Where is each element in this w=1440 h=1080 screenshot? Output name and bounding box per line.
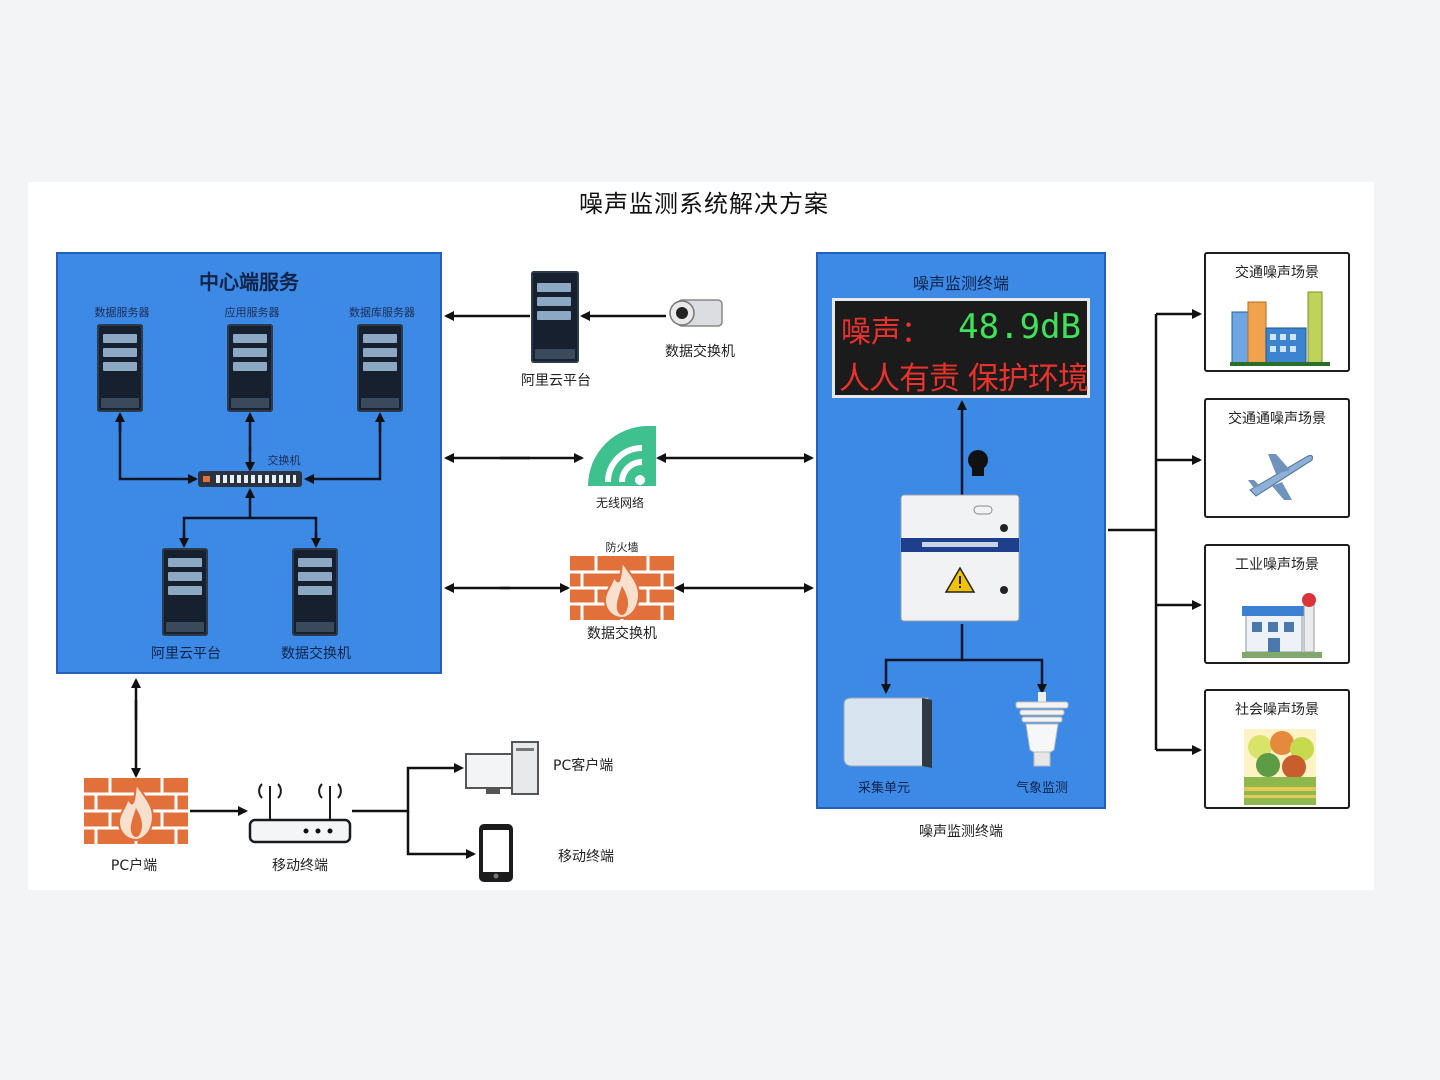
diagram-title: 噪声监测系统解决方案 <box>579 190 829 218</box>
pc-client-label: PC客户端 <box>553 758 614 774</box>
firewall-icon <box>570 556 674 620</box>
park-icon <box>1244 729 1316 805</box>
wireless-icon <box>588 426 656 486</box>
scene-industrial-label: 工业噪声场景 <box>1235 557 1319 573</box>
arrow-router-to-pc <box>352 763 464 813</box>
airplane-icon <box>1248 454 1313 500</box>
cloud-platform-label: 阿里云平台 <box>521 373 591 389</box>
scene-social-label: 社会噪声场景 <box>1235 702 1319 718</box>
center-internal-links <box>115 412 385 548</box>
led-value: 48.9dB <box>958 307 1081 347</box>
city-buildings-icon <box>1230 291 1330 366</box>
monitor-box-icon <box>900 494 1020 622</box>
wireless-label: 无线网络 <box>595 496 645 510</box>
scene-industrial: 工业噪声场景 <box>1204 544 1350 664</box>
firewall-label: 数据交换机 <box>587 626 657 642</box>
center-panel-title: 中心端服务 <box>199 270 299 294</box>
server-icon <box>97 324 143 412</box>
client-firewall-label: PC户端 <box>110 858 158 874</box>
cloud-server-icon <box>531 271 579 363</box>
switch-label: 交换机 <box>267 454 301 467</box>
server-icon <box>227 324 273 412</box>
factory-icon <box>1242 593 1322 658</box>
router-icon <box>248 783 352 844</box>
collector-unit-icon <box>843 697 932 768</box>
weather-sensor-label: 气象监测 <box>1015 781 1069 796</box>
server-icon <box>357 324 403 412</box>
server-label-2: 应用服务器 <box>224 306 280 319</box>
led-noise-label: 噪声： <box>841 315 931 350</box>
weather-sensor-icon <box>1015 692 1069 767</box>
scene-traffic-air: 交通通噪声场景 <box>1204 398 1350 518</box>
scene-traffic-label: 交通噪声场景 <box>1235 265 1319 281</box>
led-slogan: 人人有责 保护环境 <box>839 361 1089 397</box>
camera-label: 数据交换机 <box>665 344 735 360</box>
arrow-router-to-mobile <box>406 811 476 859</box>
mobile-phone-icon <box>479 824 513 882</box>
terminal-caption: 噪声监测终端 <box>919 824 1003 840</box>
mobile-client-label: 移动终端 <box>558 849 614 865</box>
camera-icon <box>669 299 723 327</box>
server-label-3: 数据库服务器 <box>349 306 415 319</box>
switch-icon <box>198 471 302 487</box>
led-display: 噪声： 48.9dB 人人有责 保护环境 <box>832 298 1090 398</box>
scene-traffic: 交通噪声场景 <box>1204 252 1350 372</box>
client-firewall-icon <box>84 778 188 844</box>
server-label-1: 数据服务器 <box>94 306 150 319</box>
server-icon <box>292 548 338 636</box>
server-icon <box>162 548 208 636</box>
bottom-server-label-2: 数据交换机 <box>281 646 351 662</box>
terminal-internal-links <box>881 400 1047 694</box>
pc-icon <box>465 741 539 795</box>
scene-traffic-air-label: 交通通噪声场景 <box>1228 411 1326 427</box>
firewall-top-label: 防火墙 <box>605 541 639 554</box>
bottom-server-label-1: 阿里云平台 <box>151 646 221 662</box>
scene-social: 社会噪声场景 <box>1204 689 1350 809</box>
router-label: 移动终端 <box>272 858 328 874</box>
collector-unit-label: 采集单元 <box>857 781 911 796</box>
terminal-panel-title: 噪声监测终端 <box>912 274 1009 293</box>
